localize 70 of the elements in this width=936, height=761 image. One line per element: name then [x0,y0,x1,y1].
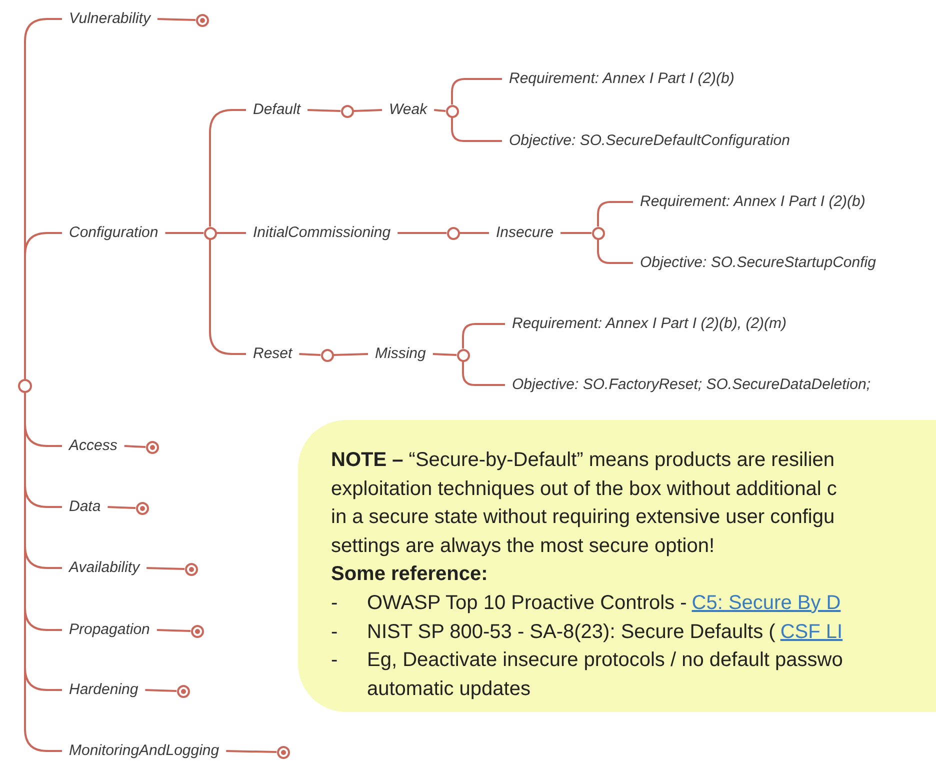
collapsed-marker [196,14,208,26]
branch-line [156,629,191,632]
collapsed-marker [136,502,148,514]
collapsed-marker [146,440,158,454]
note-text: in a secure state without requiring extensive user configu [331,505,835,530]
topic-label: Hardening [62,680,146,700]
branch-line [451,78,502,104]
branch-line [108,506,136,509]
note-text: NIST SP 800-53 - SA-8(23): Secure Defaults ( [367,620,776,645]
topic-label: MonitoringAndLogging [62,741,226,761]
topic-label: Missing [368,344,433,364]
branch-line [353,109,382,112]
branch-line [226,750,277,753]
branch-line [165,232,204,234]
note-text: exploitation techniques out of the box without additional c [331,476,837,502]
link: CSF LI [780,620,843,645]
bullet-dash: - [331,648,339,674]
branch-line [146,567,185,570]
branch-line [145,689,177,692]
topic-label: Vulnerability [62,9,158,29]
topic-label: Data [62,497,108,517]
bullet-dash: - [331,620,339,645]
branch-line [597,201,633,226]
topic-label: Reset [246,344,300,364]
branch-line [124,445,146,448]
branch-line [24,232,62,379]
branch-line [462,362,505,386]
topic-label: Requirement: Annex I Part I (2)(b) [502,69,742,89]
branch-line [451,118,502,142]
branch-line [209,109,246,226]
topic-label: Insecure [489,223,561,243]
collapsed-marker [276,746,290,758]
topic-label: Propagation [62,620,157,640]
branch-line [560,232,592,234]
branch-line [434,109,446,112]
topic-label: InitialCommissioning [246,223,398,243]
topic-label: Objective: SO.SecureStartupConfig [633,253,883,273]
collapsed-marker [190,624,204,638]
topic-label: Availability [62,558,147,578]
branch-line [333,353,368,356]
topic-label: Objective: SO.FactoryReset; SO.SecureDataDeletion; [505,375,878,395]
note-heading: Some reference: [331,562,488,588]
topic-label: Access [62,436,124,456]
collapsed-marker [176,684,190,698]
note-text: Eg, Deactivate insecure protocols / no default passwo [367,648,843,674]
branch-line [398,232,446,234]
topic-label: Requirement: Annex I Part I (2)(b) [633,192,872,212]
bullet-dash: - [331,590,339,616]
note-text: settings are always the most secure option! [331,534,715,559]
link: C5: Secure By D [692,590,841,616]
topic-label: Weak [382,100,434,120]
branch-line [308,109,341,112]
topic-label: Requirement: Annex I Part I (2)(b), (2)(m) [505,314,794,334]
branch-line [462,323,505,348]
branch-line [432,353,457,356]
branch-line [597,240,633,264]
note-box [298,420,936,712]
branch-line [216,232,246,234]
note-text: automatic updates [367,676,530,702]
collapsed-marker [184,562,198,576]
topic-label: Default [246,100,308,120]
branch-line [157,18,196,21]
branch-line [24,393,62,752]
branch-line [209,240,246,355]
branch-line [460,232,489,234]
branch-line [299,353,321,356]
topic-label: Objective: SO.SecureDefaultConfiguration [502,131,797,151]
note-text: NOTE – “Secure-by-Default” means products are resilien [331,448,835,473]
note-text: OWASP Top 10 Proactive Controls - [367,590,687,616]
topic-label: Configuration [62,223,166,243]
